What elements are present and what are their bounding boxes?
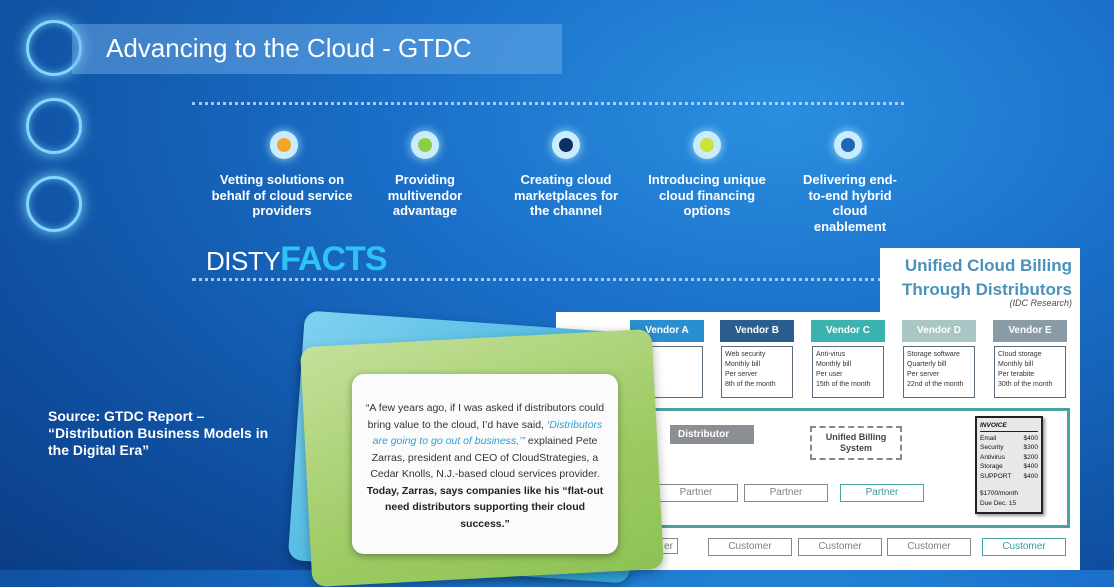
invoice-due: Due Dec. 15 xyxy=(980,499,1017,507)
quote-part-1: “A few years ago, if I was asked if dist… xyxy=(365,402,605,431)
quote-text: “A few years ago, if I was asked if dist… xyxy=(360,400,610,532)
billing-title-line1: Unified Cloud Billing xyxy=(904,256,1072,275)
timeline-node-1 xyxy=(270,131,298,159)
partner-box-2: Partner xyxy=(744,484,828,502)
timeline-label-5: Delivering end-to-end hybrid cloud enabl… xyxy=(803,172,897,234)
vendor-detail: Per server xyxy=(907,371,940,378)
invoice-amount: $400 xyxy=(1023,463,1038,470)
partner-box-3: Partner xyxy=(840,484,924,502)
customer-box-4: Customer xyxy=(887,538,971,556)
vendor-b-header: Vendor B xyxy=(720,320,794,342)
invoice-row: Antivirus $200 xyxy=(980,453,1038,463)
divider-top xyxy=(192,102,904,105)
timeline-node-2 xyxy=(411,131,439,159)
quote-bold: Today, Zarras, says companies like his “… xyxy=(366,484,604,530)
facts-word: FACTS xyxy=(280,240,387,278)
invoice-item: Email xyxy=(980,434,997,442)
vendor-detail: Storage software xyxy=(907,351,960,358)
vendor-detail: Web security xyxy=(725,351,766,358)
timeline-dot xyxy=(841,138,855,152)
vendor-detail: Monthly bill xyxy=(998,361,1034,368)
timeline-dot xyxy=(277,138,291,152)
customer-box-3: Customer xyxy=(798,538,882,556)
vendor-detail: 22nd of the month xyxy=(907,381,964,388)
invoice-row: Storage $400 xyxy=(980,462,1038,472)
distributor-label: Distributor xyxy=(670,425,754,444)
billing-title-line2: Through Distributors xyxy=(902,280,1072,299)
invoice-amount: $300 xyxy=(1023,444,1038,451)
vendor-detail: Monthly bill xyxy=(725,361,761,368)
quote-part-3: explained Pete Zarras, president and CEO… xyxy=(370,435,600,480)
billing-subtitle: (IDC Research) xyxy=(1009,298,1072,308)
vendor-detail: Cloud storage xyxy=(998,351,1042,358)
timeline-node-4 xyxy=(693,131,721,159)
vendor-c-details: Anti-virus Monthly bill Per user 15th of… xyxy=(812,346,884,398)
vendor-detail: Per terabite xyxy=(998,371,1035,378)
source-citation: Source: GTDC Report – “Distribution Busi… xyxy=(48,408,269,458)
vendor-detail: 8th of the month xyxy=(725,381,776,388)
timeline-label-2: Providing multivendor advantage xyxy=(387,172,463,218)
invoice-row: SUPPORT $400 xyxy=(980,472,1038,482)
timeline-node-3 xyxy=(552,131,580,159)
vendor-detail: 30th of the month xyxy=(998,381,1053,388)
invoice-amount: $400 xyxy=(1023,472,1038,480)
unified-billing-system-box: Unified Billing System xyxy=(810,426,902,460)
invoice-total: $1700/month xyxy=(980,490,1018,497)
vendor-e-header: Vendor E xyxy=(993,320,1067,342)
invoice-title: INVOICE xyxy=(980,421,1038,432)
title-bar: Advancing to the Cloud - GTDC xyxy=(72,24,562,74)
quote-card: “A few years ago, if I was asked if dist… xyxy=(352,374,618,554)
vendor-c-header: Vendor C xyxy=(811,320,885,342)
invoice-item: Storage xyxy=(980,463,1003,470)
timeline-node-5 xyxy=(834,131,862,159)
partner-box-1: Partner xyxy=(654,484,738,502)
vendor-detail: Monthly bill xyxy=(816,361,852,368)
divider-bottom xyxy=(192,278,882,281)
invoice-item: Security xyxy=(980,444,1004,451)
invoice-row: Security $300 xyxy=(980,443,1038,453)
timeline-label-4: Introducing unique cloud financing optio… xyxy=(648,172,766,218)
decorative-ring-top xyxy=(26,20,82,76)
customer-box-5: Customer xyxy=(982,538,1066,556)
disty-word: DISTY xyxy=(206,246,281,276)
vendor-detail: Quarterly bill xyxy=(907,361,947,368)
timeline-label-3: Creating cloud marketplaces for the chan… xyxy=(513,172,619,218)
page-title: Advancing to the Cloud - GTDC xyxy=(106,33,472,63)
invoice-row: Email $400 xyxy=(980,434,1038,444)
decorative-ring-middle xyxy=(26,98,82,154)
vendor-detail: Per server xyxy=(725,371,758,378)
invoice-item: SUPPORT xyxy=(980,472,1012,480)
vendor-detail: Anti-virus xyxy=(816,351,846,358)
timeline-label-1: Vetting solutions on behalf of cloud ser… xyxy=(211,172,353,218)
timeline-dot xyxy=(559,138,573,152)
invoice-amount: $200 xyxy=(1023,453,1038,461)
vendor-d-header: Vendor D xyxy=(902,320,976,342)
customer-box-2: Customer xyxy=(708,538,792,556)
vendor-d-details: Storage software Quarterly bill Per serv… xyxy=(903,346,975,398)
quote-highlight: ‘Distributors are going to go out of bus… xyxy=(372,418,603,448)
timeline-dot xyxy=(418,138,432,152)
invoice-amount: $400 xyxy=(1023,434,1038,442)
billing-title-panel xyxy=(880,248,1080,318)
decorative-ring-bottom xyxy=(26,176,82,232)
vendor-detail: Per user xyxy=(816,371,843,378)
timeline-dot xyxy=(700,138,714,152)
vendor-detail: 15th of the month xyxy=(816,381,871,388)
invoice: INVOICE Email $400 Security $300 Antivirus… xyxy=(975,416,1043,514)
invoice-item: Antivirus xyxy=(980,453,1005,461)
vendor-b-details: Web security Monthly bill Per server 8th… xyxy=(721,346,793,398)
disty-facts-logo: DISTYFACTS xyxy=(206,240,388,279)
vendor-e-details: Cloud storage Monthly bill Per terabite … xyxy=(994,346,1066,398)
